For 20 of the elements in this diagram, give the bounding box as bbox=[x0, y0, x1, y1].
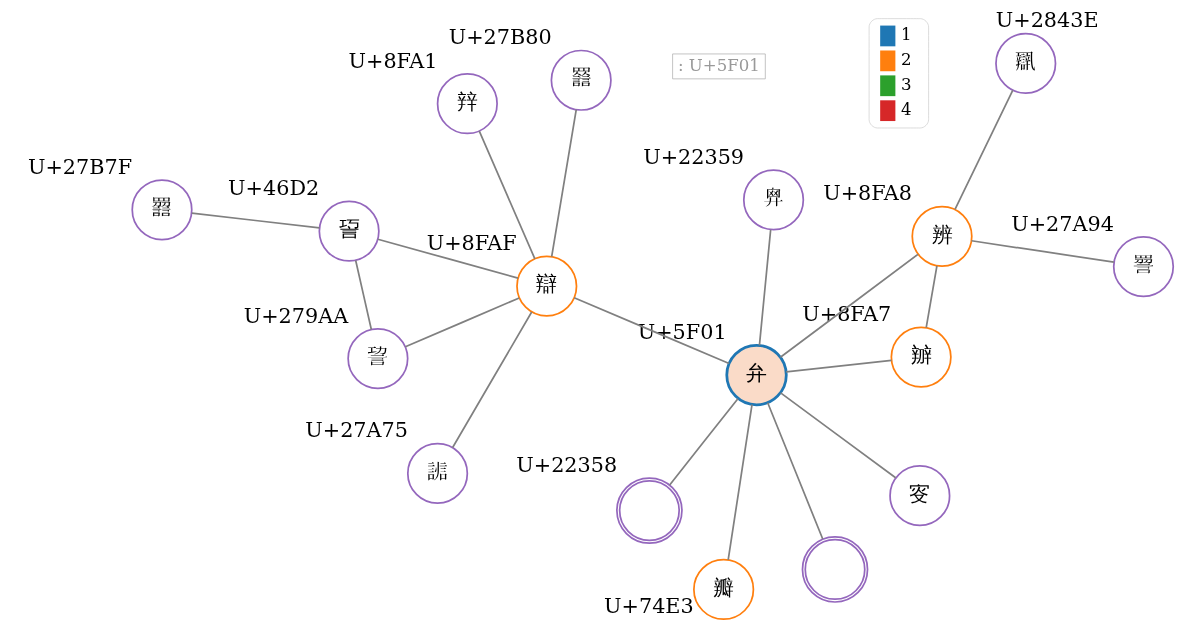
node-label: U+8FA1 bbox=[348, 48, 437, 73]
node-label: U+8FA8 bbox=[822, 181, 912, 206]
node-label: U+279AA bbox=[243, 303, 348, 328]
legend-label: 1 bbox=[900, 25, 911, 45]
node-label: U+27A94 bbox=[1010, 211, 1114, 236]
node-label: U+74E3 bbox=[603, 593, 694, 618]
node-label: U+46D2 bbox=[227, 176, 319, 201]
node-label: U+27B80 bbox=[448, 25, 552, 50]
node-label: U+8FA7 bbox=[801, 302, 891, 327]
legend-label: 2 bbox=[900, 50, 911, 70]
node-label: U+2843E bbox=[995, 8, 1099, 33]
node-label: U+27B7F bbox=[27, 154, 132, 179]
node-label: U+27A75 bbox=[304, 418, 408, 443]
label: : U+5F01 bbox=[677, 55, 760, 75]
legend-label: 3 bbox=[900, 75, 911, 95]
legend-label: 4 bbox=[900, 99, 911, 119]
node-label: U+22359 bbox=[642, 144, 744, 169]
node-label: U+5F01 bbox=[637, 320, 727, 345]
node-label: U+22358 bbox=[515, 452, 617, 477]
node-label: U+8FAF bbox=[426, 231, 517, 256]
